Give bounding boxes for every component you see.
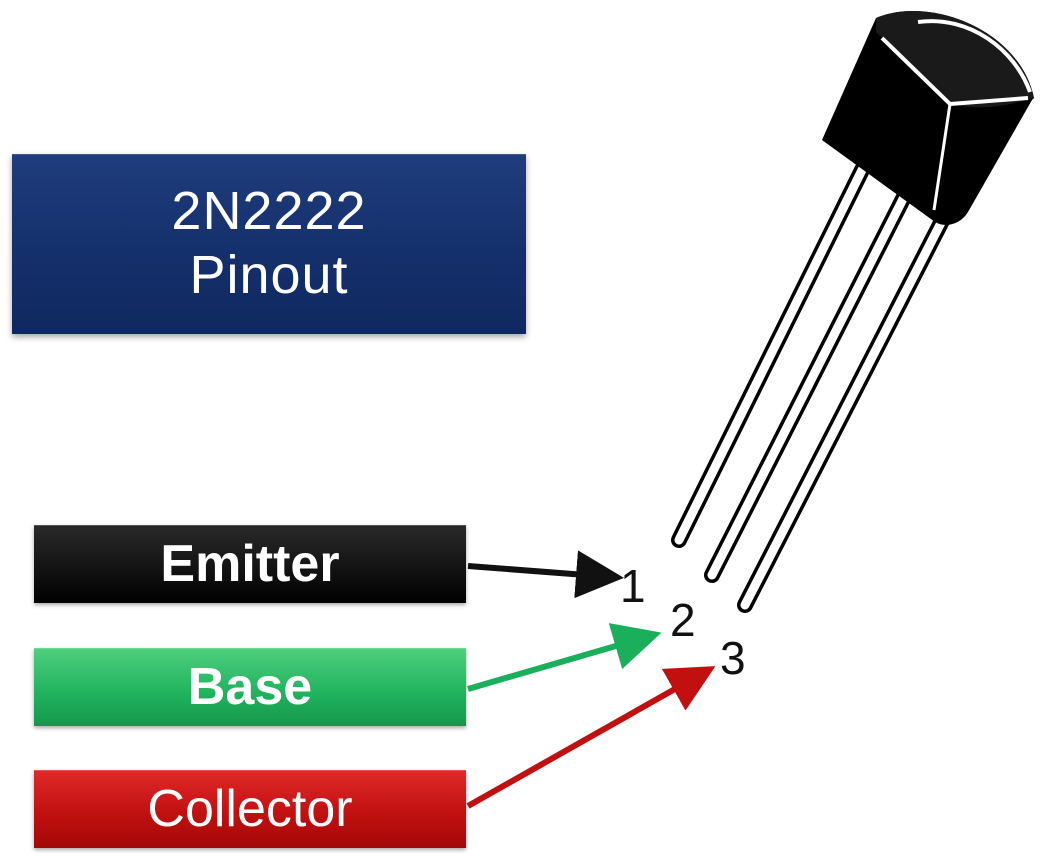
transistor-to92-icon bbox=[671, 10, 1034, 613]
title-box: 2N2222 Pinout bbox=[12, 154, 526, 334]
emitter-arrow bbox=[467, 550, 624, 599]
collector-arrow bbox=[466, 666, 716, 809]
base-label: Base bbox=[187, 658, 313, 716]
transistor-leads bbox=[671, 162, 953, 613]
collector-label: Collector bbox=[147, 780, 353, 838]
pin-3-number: 3 bbox=[720, 632, 746, 684]
collector-label-box: Collector bbox=[34, 770, 466, 848]
pin-2-number: 2 bbox=[670, 594, 696, 646]
pin-1-number: 1 bbox=[620, 560, 646, 612]
title-line-2: Pinout bbox=[189, 245, 349, 305]
base-arrow bbox=[467, 623, 662, 692]
base-label-box: Base bbox=[34, 648, 466, 726]
title-line-1: 2N2222 bbox=[171, 181, 367, 242]
emitter-label-box: Emitter bbox=[34, 525, 466, 603]
transistor-body bbox=[822, 10, 1034, 225]
emitter-label: Emitter bbox=[160, 535, 340, 593]
